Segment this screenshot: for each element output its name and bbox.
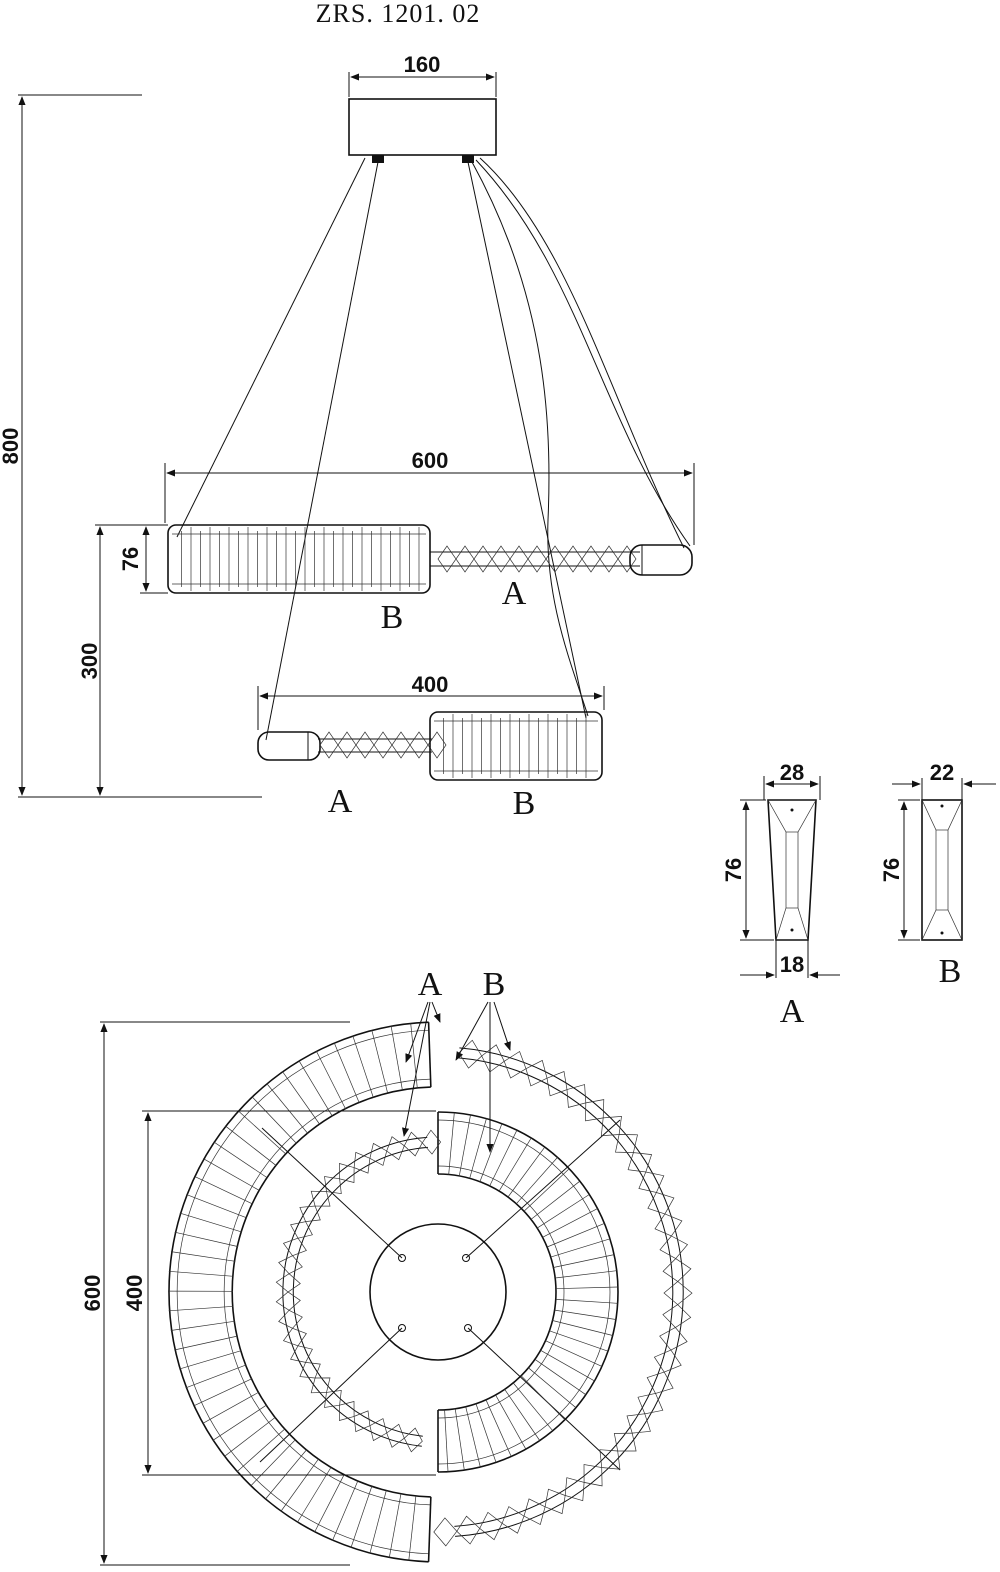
crystal-a-bottom-width: 18 (780, 952, 804, 977)
upper-ring-width-value: 600 (412, 448, 449, 473)
lower-ring-width-dimension: 400 (257, 672, 605, 730)
crystal-a-height: 76 (721, 858, 746, 882)
lower-ring-width-value: 400 (412, 672, 449, 697)
outer-diameter-dimension: 600 (80, 1021, 350, 1566)
upper-ring-width-dimension: 600 (164, 448, 695, 545)
lower-ring-end-cap (257, 731, 321, 761)
side-view: 160 800 (0, 52, 695, 822)
lower-label-b: B (513, 785, 536, 822)
inner-diameter-dimension: 400 (122, 1110, 436, 1476)
top-callout-b: B (483, 966, 506, 1003)
canopy (348, 98, 497, 156)
upper-label-b: B (381, 599, 404, 636)
canopy-top (369, 1223, 507, 1361)
total-height-dimension: 800 (0, 94, 262, 798)
lower-label-a: A (328, 783, 353, 820)
ring-height-value: 76 (118, 547, 143, 571)
crystal-b-height: 76 (879, 858, 904, 882)
drawing-title: ZRS. 1201. 02 (316, 0, 481, 28)
crystal-a-label: A (780, 993, 805, 1030)
crystal-detail-a: 28 76 18 A (721, 760, 840, 1030)
ring-height-dimension: 76 (95, 524, 168, 594)
crystal-b-label: B (939, 953, 962, 990)
lower-ring-side (257, 711, 603, 781)
crystal-detail-b: 22 76 B (879, 760, 996, 990)
total-height-value: 800 (0, 428, 23, 465)
crystal-b-top-width: 22 (930, 760, 954, 785)
top-view: 600 400 A B (80, 966, 693, 1566)
crystal-a-top-width: 28 (780, 760, 804, 785)
upper-label-a: A (502, 575, 527, 612)
upper-ring-end-cap (629, 544, 693, 576)
suspension-cables (176, 157, 691, 741)
top-callout-a: A (418, 966, 443, 1003)
ring-spacing-value: 300 (77, 643, 102, 680)
upper-ring-side (167, 524, 693, 594)
ring-spacing-dimension: 300 (77, 526, 104, 796)
canopy-width-dimension: 160 (348, 52, 497, 97)
upper-ring-crystal-section (167, 524, 431, 594)
canopy-width-value: 160 (404, 52, 441, 77)
lower-ring-crystal-section (429, 711, 603, 781)
outer-diameter-value: 600 (80, 1275, 105, 1312)
inner-diameter-value: 400 (122, 1275, 147, 1312)
